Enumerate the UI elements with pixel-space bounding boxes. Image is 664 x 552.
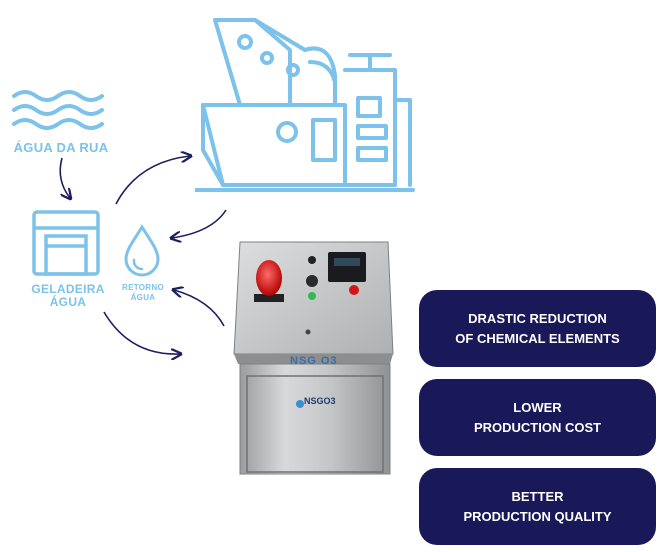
- benefit-better-quality: BETTER PRODUCTION QUALITY: [419, 468, 656, 545]
- chiller-label-line1: GELADEIRA: [31, 282, 105, 296]
- machine-front-label: NSG O3: [290, 355, 338, 367]
- benefit-line1: BETTER: [511, 488, 564, 504]
- return-label-line2: ÁGUA: [130, 293, 156, 302]
- chiller-icon: [32, 210, 100, 276]
- chiller-label: GELADEIRA ÁGUA: [20, 283, 116, 309]
- arrow-machine-to-return: [172, 209, 227, 238]
- arrow-chiller-to-machine: [115, 156, 190, 205]
- benefit-line2: PRODUCTION COST: [473, 419, 602, 435]
- return-label-line1: RETORNO: [122, 283, 164, 292]
- benefit-line1: LOWER: [513, 399, 562, 415]
- ozone-generator-cabinet: [233, 241, 394, 475]
- benefit-line2: OF CHEMICAL ELEMENTS: [455, 330, 620, 346]
- arrow-ozone-to-return: [174, 290, 225, 327]
- arrow-street-to-chiller: [59, 157, 70, 198]
- benefit-lower-cost: LOWER PRODUCTION COST: [419, 379, 656, 456]
- water-waves-icon: [12, 90, 104, 130]
- street-water-label: ÁGUA DA RUA: [13, 140, 109, 155]
- arrow-chiller-to-ozone: [103, 311, 180, 354]
- benefit-line2: PRODUCTION QUALITY: [463, 508, 612, 524]
- chiller-label-line2: ÁGUA: [49, 295, 87, 309]
- industrial-machine-icon: [195, 18, 415, 192]
- machine-brand-logo: NSGO3: [304, 396, 336, 406]
- benefit-chemical-reduction: DRASTIC REDUCTION OF CHEMICAL ELEMENTS: [419, 290, 656, 367]
- benefit-line1: DRASTIC REDUCTION: [468, 310, 607, 326]
- return-water-label: RETORNO ÁGUA: [112, 283, 174, 303]
- water-drop-icon: [124, 224, 160, 277]
